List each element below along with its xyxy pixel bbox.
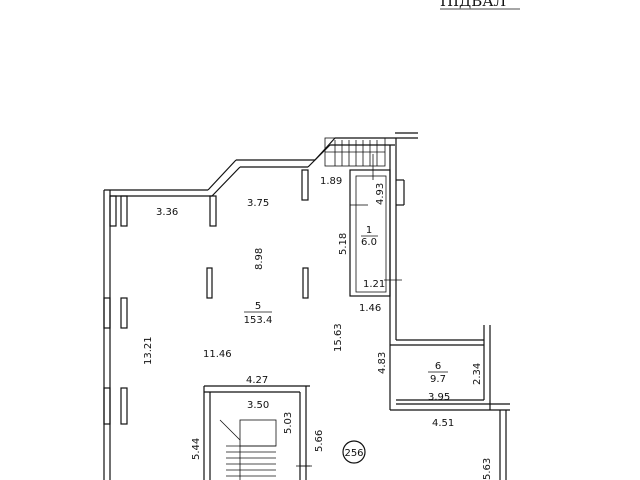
dimension-label: 3.50 [247,400,269,411]
top-staircase [324,137,386,167]
dimension-label: 13.21 [143,336,154,365]
dimension-label: 8.98 [254,248,265,270]
dimension-label: 1.21 [363,279,385,290]
dimension-label: 15.63 [333,323,344,352]
room-area: 9.7 [430,374,446,385]
dimension-label: 1.89 [320,176,342,187]
room-number: 6 [435,361,441,372]
dimension-label: 4.93 [375,183,386,205]
dimension-label: 3.36 [156,207,178,218]
room-area: 153.4 [244,315,273,326]
dimension-label: 5.44 [191,438,202,460]
dimension-label: 5.63 [482,458,493,480]
room-number: 1 [366,225,372,236]
stamp: 256 [342,440,366,464]
room-6-label: 6 9.7 [428,361,448,385]
dimension-label: 11.46 [203,349,232,360]
room-1-label: 1 6.0 [361,225,378,248]
columns [103,169,309,425]
dimension-label: 5.18 [338,233,349,255]
dimension-label: 5.66 [314,430,325,452]
floor-title: ПІДВАЛ [440,0,506,10]
dimension-labels: 3.36 3.75 1.89 4.93 5.18 1.21 8.98 1.46 … [143,176,493,480]
dimension-label: 1.46 [359,303,381,314]
dimension-label: 3.95 [428,392,450,403]
room-area: 6.0 [361,237,377,248]
stamp-number: 256 [344,448,363,459]
room-1-walls [349,169,391,297]
room-5-label: 5 153.4 [244,301,273,326]
room-number: 5 [255,301,261,312]
dimension-label: 5.03 [283,412,294,434]
dimension-label: 4.27 [246,375,268,386]
lower-stair-core [203,385,310,480]
dimension-label: 4.51 [432,418,454,429]
dimension-ticks [296,154,402,467]
dimension-label: 2.34 [472,363,483,385]
dimension-label: 3.75 [247,198,269,209]
dimension-label: 4.83 [377,352,388,374]
